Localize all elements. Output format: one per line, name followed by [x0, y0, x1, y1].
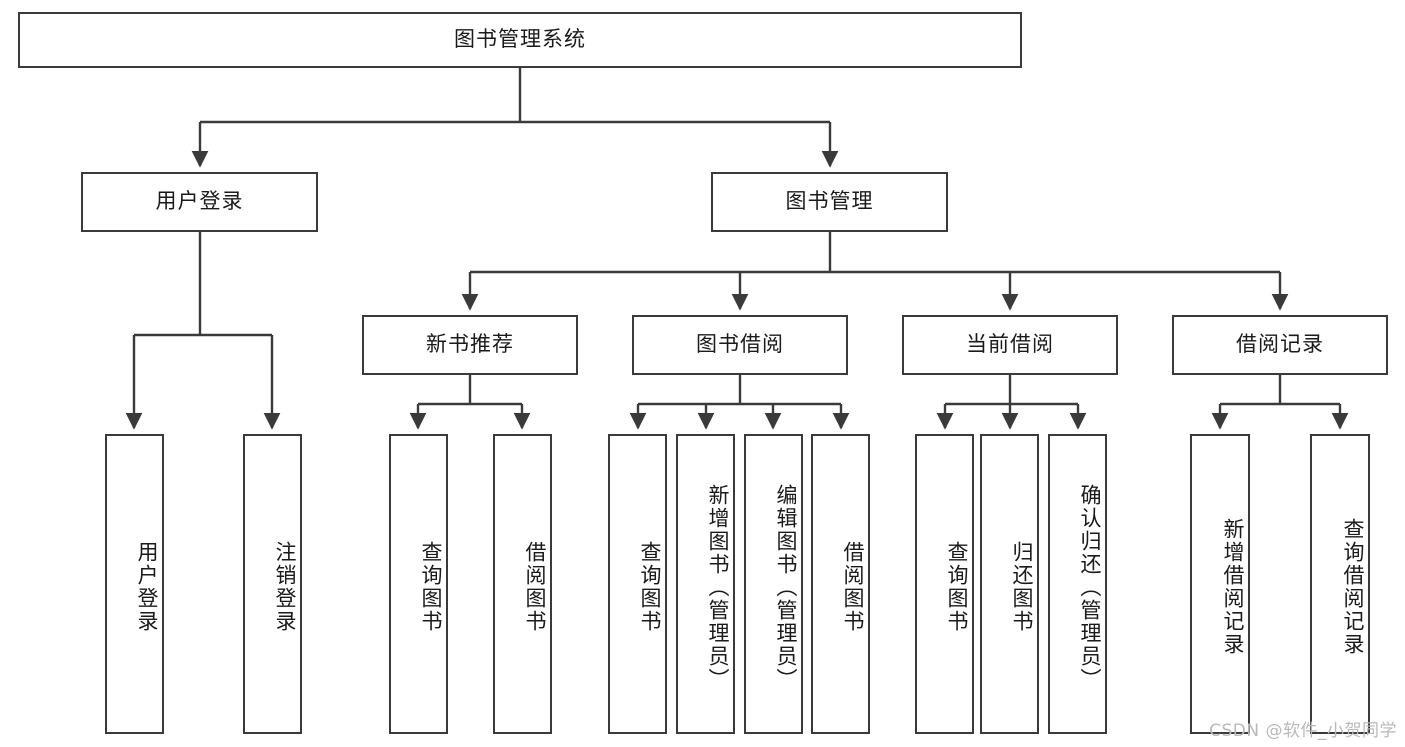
leaf-user-logout-label: 注销登录	[273, 541, 297, 633]
leaf-return-book-label: 归还图书	[1010, 541, 1034, 633]
leaf-confirm-return[interactable]: 确认归还（管理员）	[1048, 434, 1107, 734]
leaf-add-book-label: 新增图书（管理员）	[706, 483, 730, 691]
leaf-query-book-3[interactable]: 查询图书	[915, 434, 974, 734]
leaf-borrow-book-2-label: 借阅图书	[841, 541, 865, 633]
node-user-login-label: 用户登录	[155, 189, 244, 214]
node-borrow-record-label: 借阅记录	[1236, 332, 1324, 357]
leaf-return-book[interactable]: 归还图书	[980, 434, 1039, 734]
leaf-add-record[interactable]: 新增借阅记录	[1190, 434, 1250, 734]
node-root-label: 图书管理系统	[454, 27, 586, 52]
leaf-query-book-3-label: 查询图书	[945, 541, 969, 633]
leaf-borrow-book-1[interactable]: 借阅图书	[493, 434, 552, 734]
node-root[interactable]: 图书管理系统	[18, 12, 1022, 68]
leaf-confirm-return-label: 确认归还（管理员）	[1078, 483, 1102, 691]
leaf-borrow-book-1-label: 借阅图书	[523, 541, 547, 633]
leaf-query-book-2[interactable]: 查询图书	[608, 434, 667, 734]
leaf-borrow-book-2[interactable]: 借阅图书	[811, 434, 870, 734]
leaf-edit-book-label: 编辑图书（管理员）	[774, 483, 798, 691]
node-borrow-record[interactable]: 借阅记录	[1172, 315, 1388, 375]
node-new-book-recommend-label: 新书推荐	[426, 332, 514, 357]
leaf-user-login-label: 用户登录	[135, 541, 159, 633]
node-user-login[interactable]: 用户登录	[81, 172, 318, 232]
leaf-add-record-label: 新增借阅记录	[1221, 518, 1245, 656]
leaf-query-book-2-label: 查询图书	[638, 541, 662, 633]
node-book-borrow-label: 图书借阅	[696, 332, 784, 357]
node-book-borrow[interactable]: 图书借阅	[632, 315, 848, 375]
leaf-query-book-1[interactable]: 查询图书	[389, 434, 448, 734]
leaf-edit-book[interactable]: 编辑图书（管理员）	[744, 434, 803, 734]
node-new-book-recommend[interactable]: 新书推荐	[362, 315, 578, 375]
leaf-query-record-label: 查询借阅记录	[1341, 518, 1365, 656]
node-book-manage[interactable]: 图书管理	[711, 172, 948, 232]
leaf-query-book-1-label: 查询图书	[419, 541, 443, 633]
watermark: CSDN @软件_小贺同学	[1209, 721, 1397, 741]
node-book-manage-label: 图书管理	[785, 189, 874, 214]
leaf-user-logout[interactable]: 注销登录	[243, 434, 302, 734]
leaf-user-login[interactable]: 用户登录	[105, 434, 164, 734]
leaf-add-book[interactable]: 新增图书（管理员）	[676, 434, 735, 734]
node-current-borrow[interactable]: 当前借阅	[902, 315, 1118, 375]
node-current-borrow-label: 当前借阅	[966, 332, 1054, 357]
leaf-query-record[interactable]: 查询借阅记录	[1310, 434, 1370, 734]
